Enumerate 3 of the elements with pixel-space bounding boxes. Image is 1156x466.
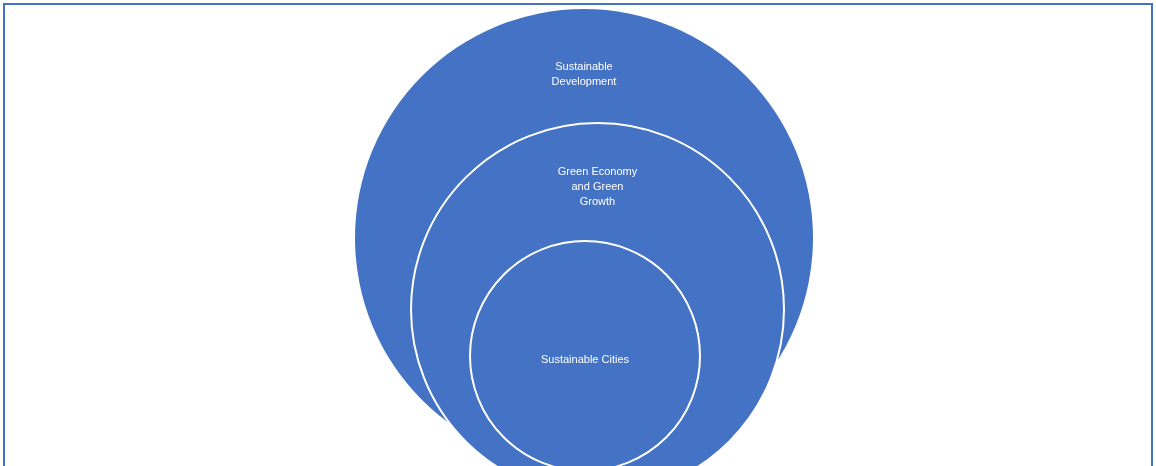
node-label: Sustainable Development <box>550 59 618 89</box>
node-label: Sustainable Cities <box>539 352 631 367</box>
node-label: Green Economy and Green Growth <box>557 164 638 209</box>
